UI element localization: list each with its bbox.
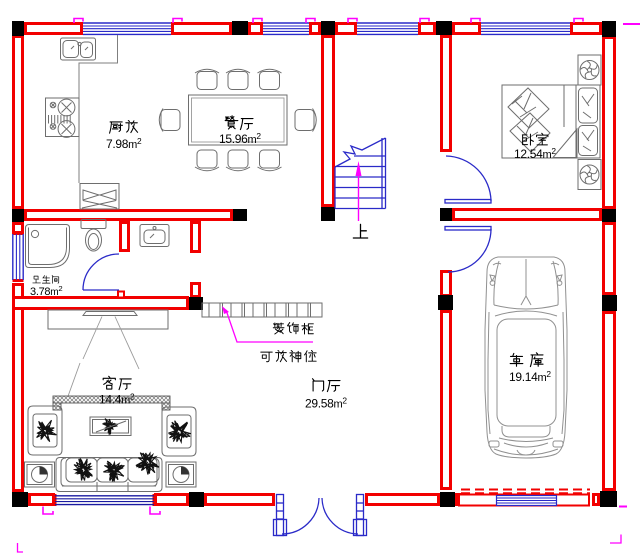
svg-text:15.96m2: 15.96m2 xyxy=(219,131,261,146)
svg-text:29.58m2: 29.58m2 xyxy=(305,396,347,411)
svg-text:19.14m2: 19.14m2 xyxy=(509,369,551,384)
svg-text:14.4m2: 14.4m2 xyxy=(99,392,135,407)
svg-text:7.98m2: 7.98m2 xyxy=(106,136,142,151)
svg-text:12.54m2: 12.54m2 xyxy=(514,146,556,161)
svg-text:3.78m2: 3.78m2 xyxy=(30,284,62,298)
